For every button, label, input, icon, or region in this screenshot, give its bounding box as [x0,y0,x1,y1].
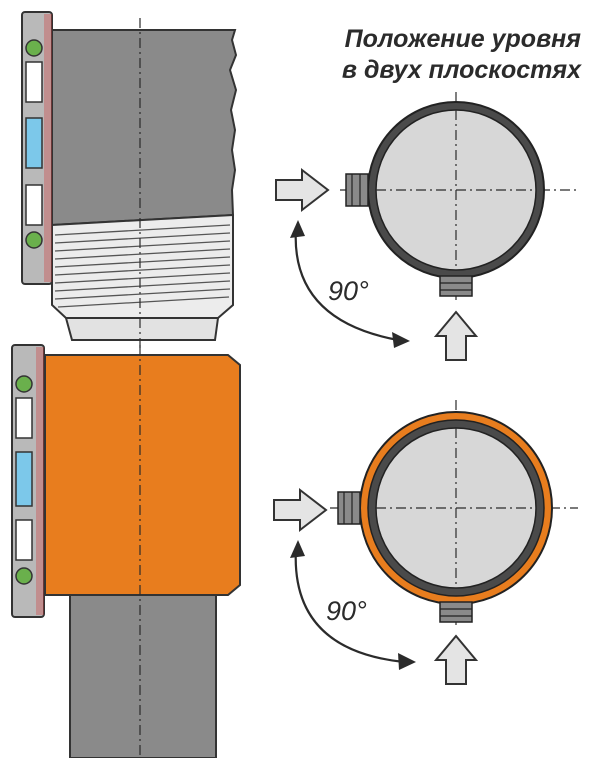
spirit-level-bottom [11,344,45,618]
vial-bottom [25,231,43,249]
up-arrow-top [433,310,479,361]
rotation-arc-bottom [294,547,405,664]
level-bottom-block [439,275,473,297]
title-line-1: Положение уровня [344,25,581,53]
diagram-title: Положение уровня в двух плоскостях [261,24,581,86]
up-arrow-bottom [433,634,479,685]
lower-pipe [69,591,217,758]
threaded-pipe [51,18,238,352]
pipe-body [51,29,238,227]
level-vial [25,117,43,169]
level-side-block [345,173,369,207]
spirit-level-top [21,11,53,285]
section-view-top [340,92,578,300]
angle-label-top: 90° [328,276,369,306]
section-view-bottom [330,400,578,625]
rotation-arc-top [294,227,399,342]
thread-lines [54,224,231,308]
angle-label-bottom: 90° [326,596,367,626]
title-line-2: в двух плоскостях [341,56,581,84]
vial-top [25,39,43,57]
level-side-block-2 [337,491,361,525]
pipe-end-bevel [64,317,220,341]
level-bottom-block-2 [439,601,473,623]
right-arrow-bottom [273,487,328,533]
coupled-pipe [44,345,241,758]
right-arrow-top [275,167,330,213]
orange-coupling [44,354,241,596]
